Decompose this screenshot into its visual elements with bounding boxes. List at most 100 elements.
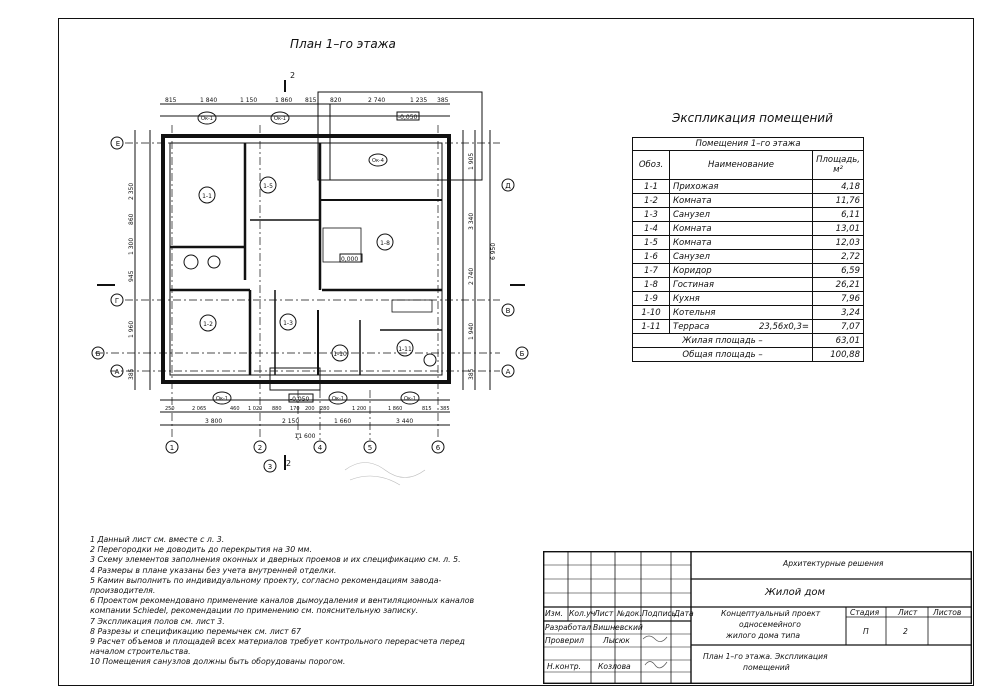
stamp-section: Архитектурные решения bbox=[783, 559, 884, 568]
col-area-header: Площадь, м² bbox=[812, 150, 864, 180]
bottom-dim-row2: 200 bbox=[305, 406, 315, 412]
axis-label-1: 1 bbox=[170, 444, 174, 452]
bottom-dim-row2: 1 200 bbox=[352, 406, 366, 412]
bottom-dim-row2: 280 bbox=[320, 406, 330, 412]
bottom-dim: 2 150 bbox=[282, 418, 299, 425]
col-list: Лист bbox=[594, 609, 614, 618]
col-ndok: №док. bbox=[617, 609, 642, 618]
left-dim: 2 350 bbox=[128, 183, 135, 200]
col-koluch: Кол.уч bbox=[569, 609, 596, 618]
top-dim: 815 bbox=[165, 97, 177, 104]
bottom-dim-row2: 385 bbox=[440, 406, 450, 412]
note-line: 6 Проектом рекомендовано применение кана… bbox=[90, 596, 475, 606]
level-mark: -0,050 bbox=[290, 396, 310, 403]
window-tag: Ок-1 bbox=[404, 396, 416, 402]
bottom-dim-row2: 1 020 bbox=[248, 406, 262, 412]
role-developer: Разработал bbox=[545, 623, 592, 632]
axis-label-b: Б bbox=[96, 350, 101, 358]
name-normcontrol: Козлова bbox=[598, 662, 631, 671]
col-code-header: Обоз. bbox=[632, 150, 670, 180]
top-dim: 385 bbox=[437, 97, 449, 104]
total-area-row: Общая площадь – 100,88 bbox=[632, 347, 864, 362]
axis-label-v: В bbox=[506, 307, 511, 315]
explication-table: Помещения 1–го этажа Обоз. Наименование … bbox=[632, 137, 864, 362]
stamp-project-1: Концептуальный проект bbox=[721, 609, 821, 618]
left-dim: 1 960 bbox=[128, 321, 135, 338]
stamp-sheet-title-2: помещений bbox=[743, 663, 790, 672]
note-line: 2 Перегородки не доводить до перекрытия … bbox=[90, 545, 312, 555]
top-dim: 815 bbox=[305, 97, 317, 104]
window-tag: Ок-1 bbox=[274, 116, 286, 122]
note-line: 1 Данный лист см. вместе с л. 3. bbox=[90, 535, 225, 544]
role-checker: Проверил bbox=[545, 636, 584, 645]
stamp-project-2: односемейного bbox=[739, 620, 801, 629]
col-name-header: Наименование bbox=[669, 150, 813, 180]
sheet-label: Лист bbox=[898, 608, 918, 617]
left-dim: 945 bbox=[128, 270, 135, 282]
note-line: 4 Размеры в плане указаны без учета внут… bbox=[90, 565, 337, 575]
explication-title: Экспликация помещений bbox=[672, 111, 833, 125]
level-mark: 0,000 bbox=[341, 256, 358, 263]
name-checker: Лысюк bbox=[603, 636, 630, 645]
sheet-frame bbox=[58, 18, 974, 686]
section-mark-bottom: 2 bbox=[286, 459, 291, 468]
right-dim: 3 340 bbox=[468, 213, 475, 230]
living-area-row: Жилая площадь – 63,01 bbox=[632, 333, 864, 348]
axis-label-4: 4 bbox=[318, 444, 323, 452]
overall-width-dim: 11 600 bbox=[295, 433, 316, 440]
top-dim: 820 bbox=[330, 97, 342, 104]
axis-label-e: Е bbox=[116, 140, 120, 148]
sheet-value: 2 bbox=[903, 627, 908, 636]
col-date: Дата bbox=[674, 609, 694, 618]
room-label: 1-1 bbox=[202, 193, 212, 200]
room-label: 1-11 bbox=[398, 346, 412, 353]
stamp-sheet-title-1: План 1–го этажа. Экспликация bbox=[703, 652, 828, 661]
note-line: компании Schiedel, рекомендации по приме… bbox=[90, 606, 419, 616]
section-mark-top: 2 bbox=[290, 71, 295, 80]
note-line: 3 Схему элементов заполнения оконных и д… bbox=[90, 555, 461, 565]
window-tag: Ок-4 bbox=[372, 158, 384, 164]
note-line: 9 Расчет объемов и площадей всех материа… bbox=[90, 637, 465, 647]
bottom-dim-row2: 2 065 bbox=[192, 406, 206, 412]
room-label: 1-8 bbox=[380, 240, 390, 247]
left-dim: 860 bbox=[128, 213, 135, 225]
overall-depth-dim: 6 950 bbox=[490, 243, 497, 260]
axis-label-a-right: А bbox=[506, 368, 511, 376]
bottom-dim-row2: 250 bbox=[165, 406, 175, 412]
name-developer: Вишневский bbox=[593, 623, 643, 632]
right-dim: 2 740 bbox=[468, 268, 475, 285]
top-dim: 2 740 bbox=[368, 97, 385, 104]
stage-value: П bbox=[863, 627, 869, 636]
level-mark: -0,050 bbox=[398, 114, 418, 121]
right-dim: 1 905 bbox=[468, 153, 475, 170]
note-line: 10 Помещения санузлов должны быть оборуд… bbox=[90, 657, 346, 667]
left-dim: 385 bbox=[128, 368, 135, 380]
axis-label-2: 2 bbox=[258, 444, 262, 452]
note-line: началом строительства. bbox=[90, 647, 191, 657]
role-normcontrol: Н.контр. bbox=[547, 662, 581, 671]
bottom-dim-row2: 170 bbox=[290, 406, 300, 412]
title-block: Изм. Кол.уч Лист №док. Подпись Дата Разр… bbox=[543, 551, 972, 684]
top-dim: 1 860 bbox=[275, 97, 292, 104]
note-line: производителя. bbox=[90, 586, 156, 596]
explication-subtitle: Помещения 1–го этажа bbox=[632, 137, 864, 151]
bottom-dim-row2: 460 bbox=[230, 406, 240, 412]
left-dim: 1 300 bbox=[128, 238, 135, 255]
axis-label-3: 3 bbox=[268, 463, 272, 471]
bottom-dim: 3 800 bbox=[205, 418, 222, 425]
note-line: 5 Камин выполнить по индивидуальному про… bbox=[90, 575, 442, 585]
room-label: 1-3 bbox=[283, 320, 293, 327]
room-label: 1-5 bbox=[263, 183, 273, 190]
room-label: 1-10 bbox=[333, 351, 347, 358]
axis-label-5: 5 bbox=[368, 444, 372, 452]
bottom-dim-row2: 880 bbox=[272, 406, 282, 412]
